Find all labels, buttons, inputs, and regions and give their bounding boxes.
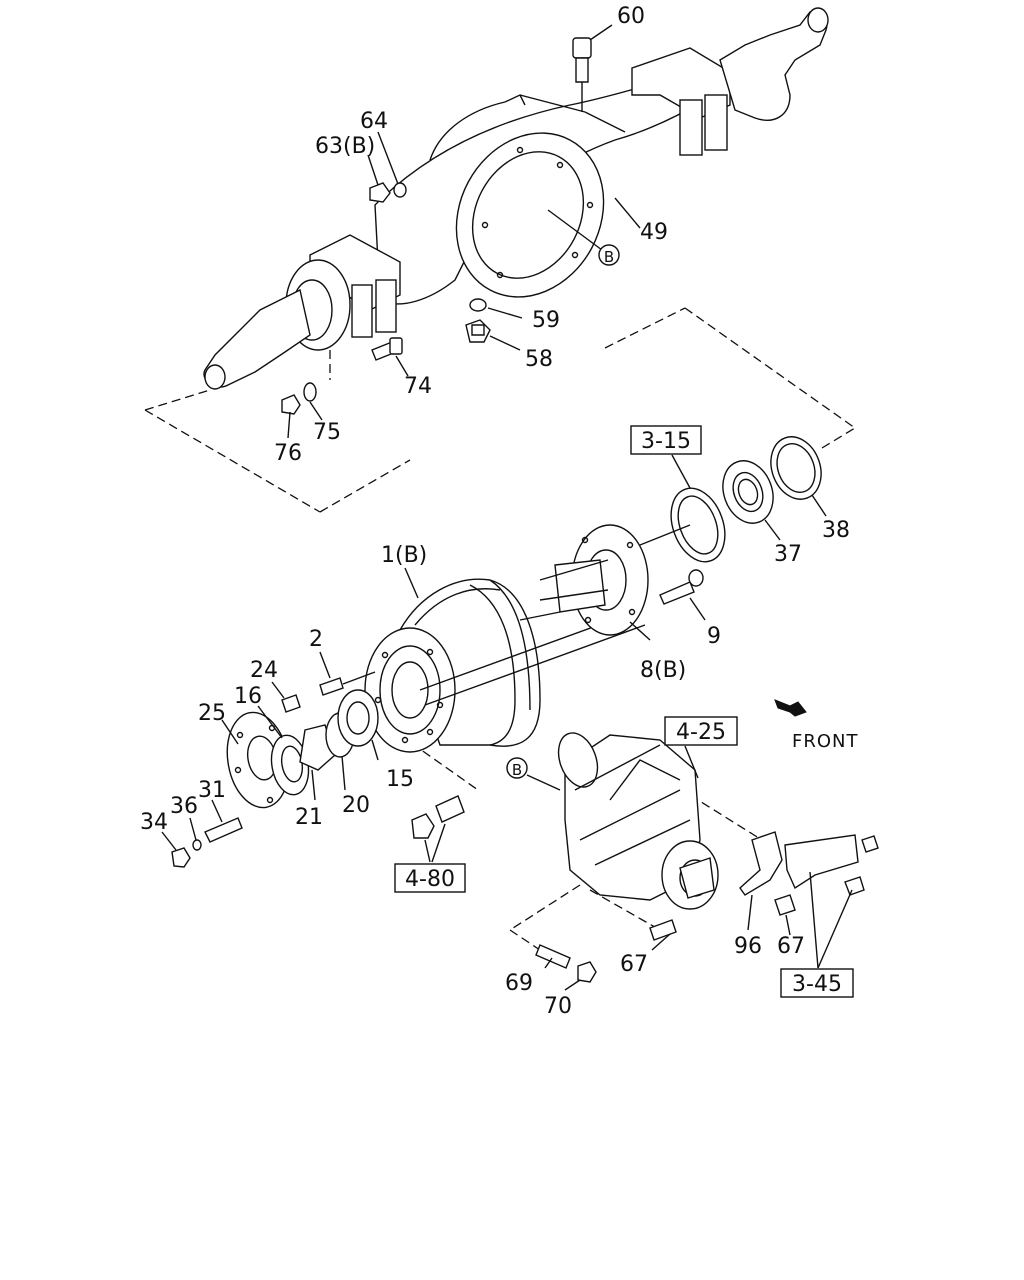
brake-drum (364, 567, 646, 753)
label-21: 21 (295, 805, 323, 830)
ref-3-15-text: 3-15 (641, 429, 691, 454)
label-70: 70 (544, 994, 572, 1019)
front-arrow-icon (774, 699, 807, 717)
housing-hardware (281, 24, 641, 439)
circled-b-text-2: B (512, 761, 522, 779)
outer-hub-parts (161, 651, 379, 868)
label-59: 59 (532, 308, 560, 333)
label-25: 25 (198, 701, 226, 726)
seals-bearings (639, 436, 827, 563)
ref-box-4-25: 4-25 (664, 716, 738, 746)
differential-carrier (526, 732, 719, 910)
label-49: 49 (640, 220, 668, 245)
label-74: 74 (404, 374, 432, 399)
label-67-upper: 67 (777, 934, 805, 959)
bracket-parts (535, 831, 879, 991)
label-58: 58 (525, 347, 553, 372)
hub-flange (519, 524, 706, 641)
label-24: 24 (250, 658, 278, 683)
label-69: 69 (505, 971, 533, 996)
label-64: 64 (360, 109, 388, 134)
ref-4-80-text: 4-80 (405, 867, 455, 892)
label-8: 8(B) (640, 658, 686, 683)
circled-b-marker-2: B (506, 757, 528, 779)
ref-box-3-15: 3-15 (630, 425, 702, 455)
label-37: 37 (774, 542, 802, 567)
circled-b-text-1: B (604, 248, 614, 266)
label-1: 1(B) (381, 543, 427, 568)
part-labels: 60 64 63(B) 49 59 58 74 75 76 38 37 1(B)… (140, 4, 850, 1019)
ref-3-45-text: 3-45 (792, 972, 842, 997)
label-63: 63(B) (315, 134, 375, 159)
label-34: 34 (140, 810, 168, 835)
label-9: 9 (707, 624, 721, 649)
label-31: 31 (198, 778, 226, 803)
front-label: FRONT (792, 731, 859, 752)
label-75: 75 (313, 420, 341, 445)
ref-4-80-parts (411, 795, 465, 863)
axle-housing (203, 7, 829, 390)
ref-box-3-45: 3-45 (780, 968, 854, 998)
label-36: 36 (170, 794, 198, 819)
label-67-lower: 67 (620, 952, 648, 977)
label-60: 60 (617, 4, 645, 29)
label-20: 20 (342, 793, 370, 818)
ref-box-4-80: 4-80 (394, 863, 466, 893)
label-2: 2 (309, 627, 323, 652)
label-96: 96 (734, 934, 762, 959)
label-16: 16 (234, 684, 262, 709)
label-38: 38 (822, 518, 850, 543)
label-76: 76 (274, 441, 302, 466)
circled-b-marker-1: B (598, 244, 620, 266)
label-15: 15 (386, 767, 414, 792)
ref-4-25-text: 4-25 (676, 720, 726, 745)
